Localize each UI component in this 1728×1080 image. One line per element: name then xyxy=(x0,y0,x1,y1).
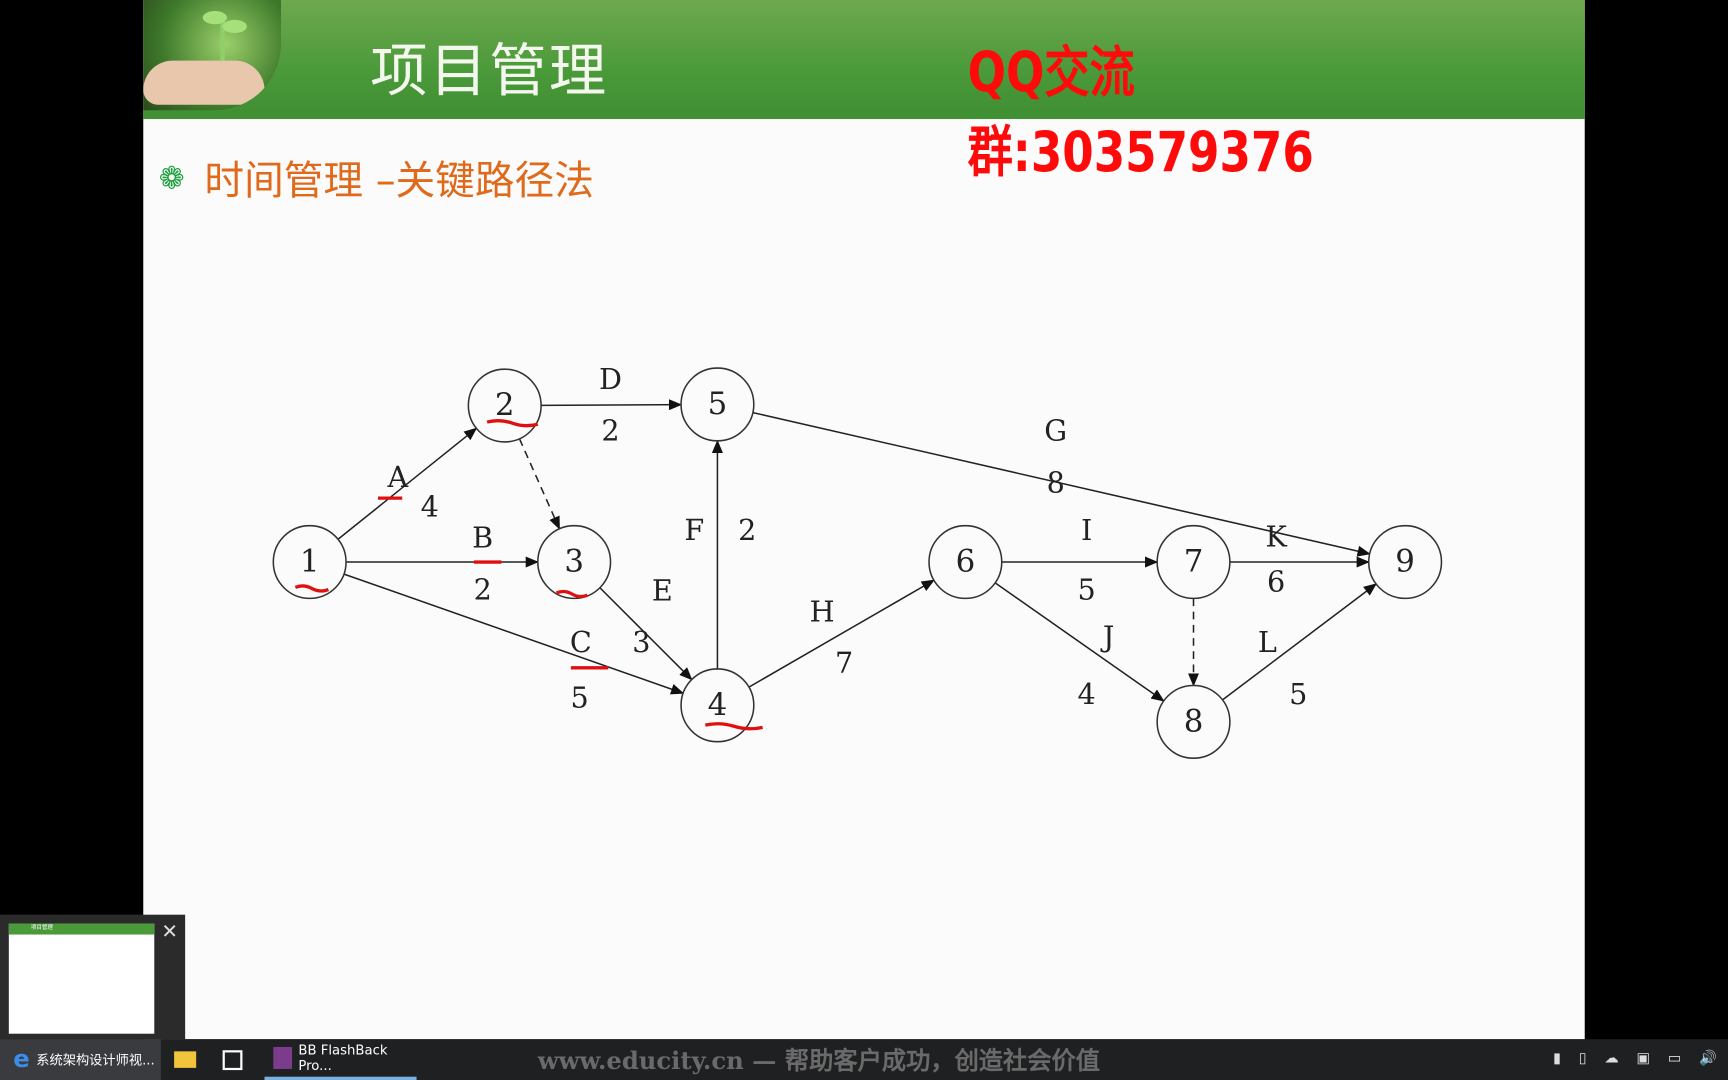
red-underline-mark xyxy=(704,722,763,731)
red-underline-mark xyxy=(555,589,589,599)
red-underline-mark xyxy=(486,419,539,428)
edge-6-8 xyxy=(994,582,1165,702)
bullet-icon: ❁ xyxy=(158,159,185,196)
taskbar-item-explorer[interactable] xyxy=(174,1039,200,1080)
node-label: 1 xyxy=(300,544,320,580)
duration-label: 8 xyxy=(1047,465,1065,499)
node-label: 7 xyxy=(1184,544,1204,580)
edge-4-6 xyxy=(748,579,935,688)
taskbar-item-browser[interactable]: e 系统架构设计师视... xyxy=(0,1039,161,1080)
node-circle-8 xyxy=(1156,684,1231,759)
taskbar-item-label: BB FlashBack Pro... xyxy=(298,1042,388,1074)
node-label: 6 xyxy=(956,544,976,580)
activity-label: K xyxy=(1265,519,1287,553)
edge-2-3 xyxy=(518,438,561,530)
duration-label: 3 xyxy=(632,625,650,659)
file-explorer-icon xyxy=(174,1051,197,1068)
node-label: 8 xyxy=(1184,703,1204,739)
thumbnail-slide: 项目管理 xyxy=(8,923,155,1034)
footer-slogan: www.educity.cn — 帮助客户成功，创造社会价值 xyxy=(537,1046,1101,1076)
activity-label: A xyxy=(386,460,408,494)
node-circle-3 xyxy=(537,524,612,600)
duration-label: 5 xyxy=(571,680,589,714)
node-label: 3 xyxy=(564,544,584,580)
slide-subtitle: ❁ 时间管理 –关键路径法 xyxy=(159,149,594,206)
activity-label: G xyxy=(1044,414,1067,448)
activity-label: J xyxy=(1100,620,1114,654)
activity-label: F xyxy=(684,513,704,547)
node-circle-7 xyxy=(1156,524,1231,600)
thumbnail-close-button[interactable]: ✕ xyxy=(161,920,179,944)
duration-label: 2 xyxy=(601,414,619,448)
edge-browser-icon: e xyxy=(13,1045,30,1074)
activity-label: C xyxy=(570,625,592,659)
slide: 项目管理 QQ交流群:303579376 ❁ 时间管理 –关键路径法 xyxy=(143,0,1585,1040)
taskbar-item-store[interactable] xyxy=(222,1039,249,1080)
node-circle-5 xyxy=(680,367,755,442)
edge-5-9 xyxy=(752,411,1371,557)
edge-8-9 xyxy=(1222,583,1377,701)
node-label: 4 xyxy=(708,687,728,723)
activity-label: I xyxy=(1081,513,1092,547)
qq-group-banner: QQ交流群:303579376 xyxy=(967,40,1314,185)
node-circle-1 xyxy=(272,524,347,600)
taskbar-thumbnail-preview[interactable]: 项目管理 ✕ xyxy=(0,914,186,1040)
taskbar-item-label: 系统架构设计师视... xyxy=(36,1052,155,1068)
activity-label: B xyxy=(472,520,493,554)
activity-label: D xyxy=(599,362,622,396)
store-icon xyxy=(222,1049,243,1070)
taskbar-item-flashback[interactable]: BB FlashBack Pro... xyxy=(264,1039,417,1080)
sprout-hand-logo xyxy=(143,0,282,111)
edge-3-4 xyxy=(599,587,693,681)
activity-label: H xyxy=(810,594,835,628)
duration-label: 4 xyxy=(421,490,439,524)
node-label: 9 xyxy=(1395,544,1415,580)
edge-1-4 xyxy=(343,573,685,695)
activity-label: E xyxy=(652,573,673,607)
flashback-recorder-icon xyxy=(273,1046,292,1069)
activity-label: L xyxy=(1258,625,1277,659)
node-circle-2 xyxy=(467,368,542,443)
node-label: 5 xyxy=(708,386,728,422)
taskbar: e 系统架构设计师视... BB FlashBack Pro... ▮ ▯ ☁ … xyxy=(0,1039,1728,1080)
node-circle-6 xyxy=(928,524,1003,600)
node-circle-9 xyxy=(1367,524,1443,600)
red-underline-mark xyxy=(294,584,330,593)
system-tray[interactable]: ▮ ▯ ☁ ▣ ▭ 🔊 xyxy=(1553,1050,1724,1067)
duration-label: 2 xyxy=(474,572,492,606)
duration-label: 7 xyxy=(835,646,853,680)
duration-label: 6 xyxy=(1267,565,1285,599)
thumbnail-title: 项目管理 xyxy=(8,923,155,935)
slide-title: 项目管理 xyxy=(370,38,609,105)
slide-header: 项目管理 QQ交流群:303579376 xyxy=(143,0,1585,184)
edge-1-2 xyxy=(337,427,478,540)
duration-label: 4 xyxy=(1077,677,1095,711)
subtitle-text: 时间管理 –关键路径法 xyxy=(204,158,594,204)
duration-label: 5 xyxy=(1289,677,1307,711)
duration-label: 5 xyxy=(1077,572,1095,606)
duration-label: 2 xyxy=(738,513,756,547)
node-circle-4 xyxy=(680,668,755,743)
edge-2-5 xyxy=(541,399,683,411)
node-label: 2 xyxy=(495,387,515,423)
